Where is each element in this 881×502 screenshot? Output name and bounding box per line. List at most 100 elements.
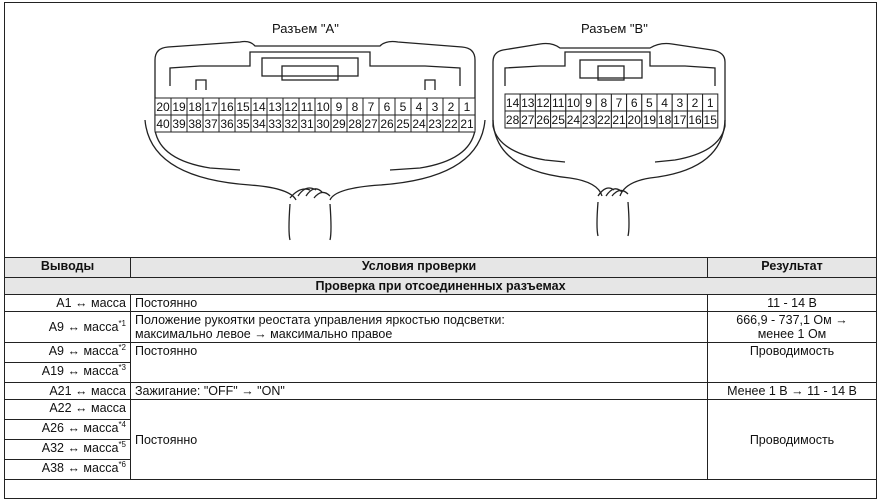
connector-b-pin-label: 23 bbox=[582, 113, 596, 127]
table-row: A9 ↔ масса*2 Постоянно Проводимость bbox=[4, 342, 877, 383]
connector-a-pin-label: 14 bbox=[252, 100, 266, 114]
table-row: A9 ↔ масса*1 Положение рукоятки реостата… bbox=[4, 311, 877, 343]
pin-cell: A38 ↔ масса*6 bbox=[4, 459, 131, 480]
connector-b-pin-label: 10 bbox=[567, 96, 581, 110]
condition-cell: Постоянно bbox=[130, 294, 708, 312]
connector-b-pin-label: 3 bbox=[676, 96, 683, 110]
connector-a-pin-label: 18 bbox=[188, 100, 202, 114]
connector-a-pin-label: 39 bbox=[172, 117, 186, 131]
connector-b-pin-label: 21 bbox=[612, 113, 626, 127]
connector-b-pin-label: 4 bbox=[661, 96, 668, 110]
connector-b-pin-label: 9 bbox=[585, 96, 592, 110]
connector-a-pin-label: 34 bbox=[252, 117, 266, 131]
connector-a-pin-label: 19 bbox=[172, 100, 186, 114]
document-frame bbox=[4, 2, 877, 499]
connector-a-pin-label: 9 bbox=[336, 100, 343, 114]
table-row: A38 ↔ масса*6 bbox=[4, 459, 877, 480]
connector-b-pin-label: 26 bbox=[536, 113, 550, 127]
connector-b-pin-cell bbox=[702, 110, 719, 129]
connector-a-pin-label: 38 bbox=[188, 117, 202, 131]
connector-a-pin-label: 30 bbox=[316, 117, 330, 131]
connector-b-pin-label: 22 bbox=[597, 113, 611, 127]
table-header-row: Выводы Условия проверки Результат bbox=[4, 257, 877, 278]
pin-cell: A26 ↔ масса*4 bbox=[4, 419, 131, 440]
connector-b-pin-label: 28 bbox=[506, 113, 520, 127]
connector-b-pin-label: 24 bbox=[567, 113, 581, 127]
pin-cell: A9 ↔ масса*2 bbox=[4, 342, 131, 363]
connector-b-pin-label: 16 bbox=[688, 113, 702, 127]
connector-a-pin-label: 8 bbox=[352, 100, 359, 114]
connector-b-pin-label: 11 bbox=[552, 96, 565, 110]
connector-a-pin-label: 5 bbox=[400, 100, 407, 114]
connector-a-pin-label: 16 bbox=[220, 100, 234, 114]
pin-cell: A19 ↔ масса*3 bbox=[4, 362, 131, 383]
condition-cell: Постоянно bbox=[130, 399, 708, 480]
connector-a-pin-label: 6 bbox=[384, 100, 391, 114]
connector-a-pin-label: 4 bbox=[416, 100, 423, 114]
table-row: A21 ↔ масса Зажигание: "OFF" → "ON" Мене… bbox=[4, 382, 877, 400]
connector-a-pin-label: 40 bbox=[156, 117, 170, 131]
connector-b-pin-label: 13 bbox=[521, 96, 535, 110]
connector-a-pin-label: 27 bbox=[364, 117, 378, 131]
connector-a-label: Разъем "A" bbox=[272, 21, 339, 36]
connector-a-pin-label: 32 bbox=[284, 117, 298, 131]
connector-a-pin-label: 1 bbox=[464, 100, 471, 114]
connector-b-pin-label: 15 bbox=[704, 113, 718, 127]
connector-a-pin-label: 3 bbox=[432, 100, 439, 114]
connector-a-pin-label: 21 bbox=[460, 117, 474, 131]
connector-a-pin-label: 33 bbox=[268, 117, 282, 131]
condition-cell: Постоянно bbox=[130, 342, 708, 383]
pin-cell: A9 ↔ масса*1 bbox=[4, 311, 131, 343]
connector-b-pin-label: 18 bbox=[658, 113, 672, 127]
connector-a-pin-label: 17 bbox=[204, 100, 218, 114]
connector-b-pin-label: 19 bbox=[643, 113, 657, 127]
connector-a-pin-label: 7 bbox=[368, 100, 375, 114]
pin-cell: A21 ↔ масса bbox=[4, 382, 131, 400]
connector-b-pin-label: 14 bbox=[506, 96, 520, 110]
pin-cell: A1 ↔ масса bbox=[4, 294, 131, 312]
connector-a-pin-label: 37 bbox=[204, 117, 218, 131]
condition-cell: Зажигание: "OFF" → "ON" bbox=[130, 382, 708, 400]
connector-a-pin-label: 24 bbox=[412, 117, 426, 131]
connector-b-pin-label: 5 bbox=[646, 96, 653, 110]
table-row: A22 ↔ масса Постоянно Проводимость bbox=[4, 399, 877, 480]
connector-a-pin-label: 22 bbox=[444, 117, 458, 131]
connector-a-pin-label: 29 bbox=[332, 117, 346, 131]
section-row: Проверка при отсоединенных разъемах bbox=[4, 277, 877, 295]
result-cell: Менее 1 В → 11 - 14 В bbox=[707, 382, 877, 400]
connector-a-pin-label: 23 bbox=[428, 117, 442, 131]
table-row: A32 ↔ масса*5 bbox=[4, 439, 877, 460]
connector-a-pin-label: 25 bbox=[396, 117, 410, 131]
table-row: A19 ↔ масса*3 bbox=[4, 362, 877, 383]
result-cell: Проводимость bbox=[707, 342, 877, 383]
connector-b-label: Разъем "B" bbox=[581, 21, 648, 36]
pin-cell: A22 ↔ масса bbox=[4, 399, 131, 420]
connector-a-pin-label: 12 bbox=[284, 100, 298, 114]
result-cell: 666,9 - 737,1 Ом →менее 1 Ом bbox=[707, 311, 877, 343]
section-title: Проверка при отсоединенных разъемах bbox=[4, 277, 877, 295]
connector-a-pin-label: 28 bbox=[348, 117, 362, 131]
connector-a-pin-label: 10 bbox=[316, 100, 330, 114]
test-table: Выводы Условия проверки Результат Провер… bbox=[4, 257, 877, 480]
connector-a-pin-label: 2 bbox=[448, 100, 455, 114]
connector-a-pin-label: 26 bbox=[380, 117, 394, 131]
connector-a-pin-label: 15 bbox=[236, 100, 250, 114]
connector-a-pin-label: 35 bbox=[236, 117, 250, 131]
connector-a-pin-cell bbox=[458, 114, 476, 133]
condition-cell: Положение рукоятки реостата управления я… bbox=[130, 311, 708, 343]
connector-b-pin-label: 12 bbox=[536, 96, 550, 110]
connector-b-pin-label: 8 bbox=[600, 96, 607, 110]
connector-b-pin-label: 17 bbox=[673, 113, 687, 127]
connector-b-pin-label: 7 bbox=[616, 96, 623, 110]
connector-a-pin-label: 36 bbox=[220, 117, 234, 131]
connector-a-pin-label: 11 bbox=[301, 100, 314, 114]
connector-b-pin-label: 2 bbox=[692, 96, 699, 110]
result-cell: Проводимость bbox=[707, 399, 877, 480]
header-conditions: Условия проверки bbox=[130, 257, 708, 278]
connector-a-pin-label: 13 bbox=[268, 100, 282, 114]
result-cell: 11 - 14 В bbox=[707, 294, 877, 312]
